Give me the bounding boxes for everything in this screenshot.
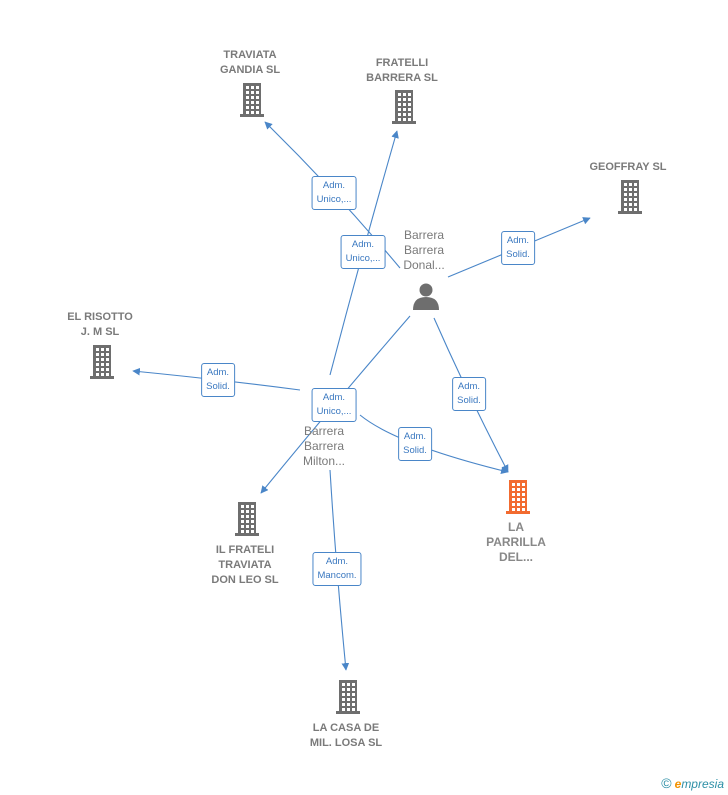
company-el-risotto-label[interactable]: EL RISOTTO J. M SL: [67, 311, 133, 338]
company-traviata-gandia-label[interactable]: TRAVIATA GANDIA SL: [219, 49, 281, 76]
person-barrera-donal-label[interactable]: Barrera Barrera Donal...: [403, 228, 445, 272]
edge-label-milton-parrilla[interactable]: Adm. Solid.: [398, 427, 432, 461]
edge-milton-parrilla: [359, 414, 509, 475]
edge-label-donal-traviata[interactable]: Adm. Unico,...: [311, 176, 357, 210]
empresia-logo: ©empresia: [661, 775, 724, 791]
edge-label-donal-parrilla[interactable]: Adm. Solid.: [452, 377, 486, 411]
person-icon-donal[interactable]: [413, 283, 439, 311]
edge-label-milton-lacasa[interactable]: Adm. Mancom.: [312, 552, 362, 586]
building-icon-fratelli[interactable]: [392, 90, 416, 124]
person-barrera-milton-label[interactable]: Barrera Barrera Milton...: [302, 424, 346, 468]
building-icon-ilfrateli[interactable]: [235, 502, 259, 536]
building-icon-lacasa[interactable]: [336, 680, 360, 714]
building-icon-traviata[interactable]: [240, 83, 264, 117]
edge-label-donal-geoffray[interactable]: Adm. Solid.: [501, 231, 535, 265]
company-fratelli-barrera-label[interactable]: FRATELLI BARRERA SL: [366, 57, 438, 84]
edge-label-milton-risotto[interactable]: Adm. Solid.: [201, 363, 235, 397]
building-icon-geoffray[interactable]: [618, 180, 642, 214]
company-la-parrilla-label[interactable]: LA PARRILLA DEL...: [486, 520, 546, 564]
company-il-frateli-label[interactable]: IL FRATELI TRAVIATA DON LEO SL: [211, 544, 279, 586]
edge-label-donal-ilfrateli[interactable]: Adm. Unico,...: [311, 388, 357, 422]
building-icon-parrilla[interactable]: [506, 480, 530, 514]
company-la-casa-label[interactable]: LA CASA DE MIL. LOSA SL: [309, 722, 383, 749]
edge-label-milton-fratelli[interactable]: Adm. Unico,...: [340, 235, 386, 269]
company-geoffray-label[interactable]: GEOFFRAY SL: [589, 161, 667, 173]
building-icon-risotto[interactable]: [90, 345, 114, 379]
